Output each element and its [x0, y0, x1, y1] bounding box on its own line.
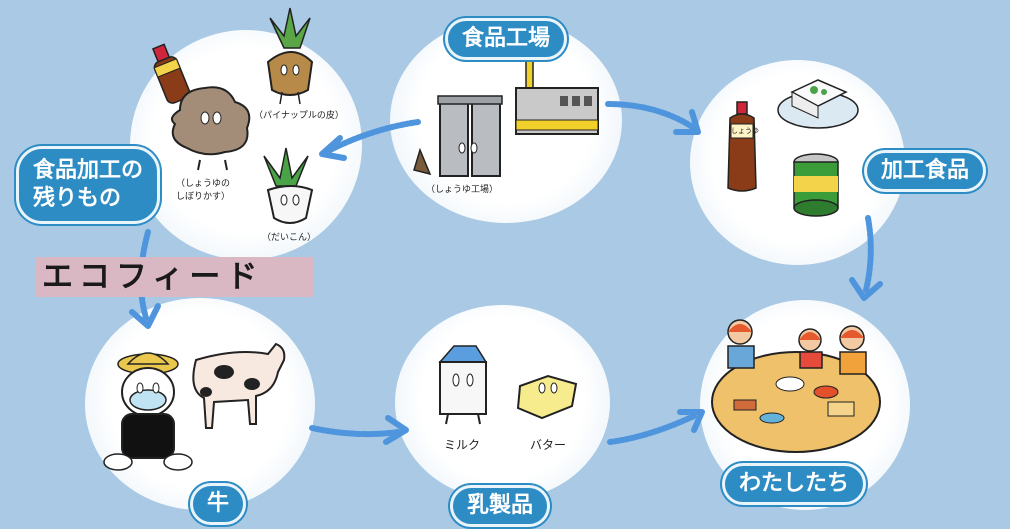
ecofeed-label: エコフィード [36, 257, 314, 297]
factory-tanks-icon [413, 95, 503, 177]
arrow-factory-to-processed [605, 101, 701, 135]
daikon-caption: （だいこん） [262, 233, 317, 243]
cow-icon [192, 342, 286, 429]
butter-icon [516, 374, 578, 420]
factory-caption: （しょうゆ工場） [426, 185, 499, 195]
dairy-cloud [395, 305, 610, 500]
butter-label: バター [530, 438, 567, 452]
arrow-cow-to-dairy [309, 415, 409, 445]
milk-label: ミルク [444, 438, 481, 452]
tofu-plate-icon [777, 79, 859, 129]
family-dining-table-icon [711, 319, 881, 453]
label-us: わたしたち [722, 463, 867, 505]
arrow-processed-to-us [849, 215, 883, 301]
cow-cloud [85, 298, 315, 510]
soy-pulp-character-icon [170, 86, 251, 171]
label-factory: 食品工場 [445, 18, 568, 60]
milk-carton-icon [438, 345, 488, 425]
label-processed: 加工食品 [864, 150, 987, 192]
cow-mascot-icon [103, 352, 193, 471]
soy-bottle-label: しょうゆ [731, 127, 759, 135]
label-leftovers: 食品加工の 残りもの [16, 146, 161, 224]
canned-corn-icon [793, 153, 839, 217]
soy-pulp-caption: （しょうゆの しぼりかす） [176, 179, 231, 202]
label-cow: 牛 [190, 483, 247, 525]
label-dairy: 乳製品 [450, 485, 551, 527]
factory-building-icon [515, 57, 599, 135]
pineapple-caption: （パイナップルの皮） [254, 111, 344, 121]
arrow-dairy-to-us [607, 409, 705, 445]
daikon-character-icon [263, 147, 314, 224]
soy-sauce-bottle-icon [151, 43, 191, 104]
soy-sauce-bottle-icon [727, 101, 757, 192]
arrow-factory-to-leftovers [319, 119, 421, 161]
pineapple-peel-character-icon [266, 7, 314, 105]
